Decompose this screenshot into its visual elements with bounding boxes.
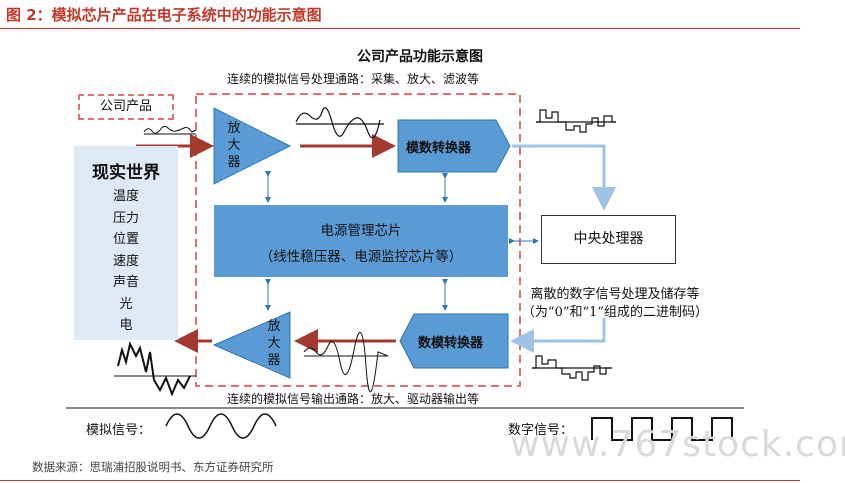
power-management-title: 电源管理芯片	[320, 223, 402, 239]
digital-signal-wave	[591, 417, 733, 441]
company-product-label: 公司产品	[78, 94, 174, 120]
real-world-item: 温度	[112, 189, 139, 204]
arrow-cpu-to-dac	[510, 318, 606, 353]
input-amplifier-label: 放大器	[227, 121, 241, 170]
digital-wave-adc-out	[536, 109, 616, 133]
power-management-block: 电源管理芯片 （线性稳压器、电源监控芯片等）	[214, 205, 508, 277]
real-world-item: 光	[119, 296, 133, 312]
title-divider	[0, 28, 800, 29]
watermark: www.767stock.com	[510, 424, 845, 465]
analog-wave-amplified	[295, 107, 384, 139]
input-amplifier	[213, 107, 292, 185]
diagram-title: 公司产品功能示意图	[357, 49, 483, 65]
adc-block	[397, 119, 511, 173]
real-world-list: 温度 压力 位置 速度 声音 光 电	[74, 186, 178, 337]
real-world-title: 现实世界	[92, 163, 160, 183]
real-world-item: 压力	[112, 210, 139, 226]
digital-processing-note: 离散的数字信号处理及储存等	[530, 287, 700, 302]
dac-block	[399, 313, 509, 369]
analog-wave-dac-out	[303, 331, 389, 393]
real-world-panel: 现实世界 温度 压力 位置 速度 声音 光 电	[74, 146, 178, 340]
analog-signal-wave	[165, 413, 277, 439]
arrow-adc-to-cpu	[512, 144, 616, 211]
top-path-caption: 连续的模拟信号处理通路：采集、放大、滤波等	[227, 72, 480, 86]
real-world-item: 电	[119, 318, 133, 333]
analog-wave-input	[143, 125, 197, 135]
data-source: 数据来源：思瑞浦招股说明书、东方证券研究所	[32, 460, 274, 474]
output-amplifier	[212, 311, 291, 379]
adc-label: 模数转换器	[406, 141, 472, 156]
binary-code-note: （为“0”和“1”组成的二进制码）	[521, 305, 709, 320]
figure-title: 图 2：模拟芯片产品在电子系统中的功能示意图	[6, 6, 322, 24]
dac-label: 数模转换器	[418, 336, 484, 351]
real-world-item: 声音	[112, 275, 139, 290]
cpu-block: 中央处理器	[541, 215, 676, 264]
digital-signal-label: 数字信号：	[508, 423, 574, 438]
digital-wave-dac-in	[532, 355, 612, 381]
real-world-item: 位置	[112, 232, 139, 247]
power-management-subtitle: （线性稳压器、电源监控芯片等）	[259, 249, 463, 265]
bottom-path-caption: 连续的模拟信号输出通路：放大、驱动器输出等	[227, 392, 480, 406]
bottom-divider	[0, 480, 800, 481]
output-amplifier-label: 放大器	[267, 319, 281, 368]
real-world-item: 速度	[112, 253, 139, 269]
analog-wave-output	[114, 341, 196, 397]
analog-signal-label: 模拟信号：	[86, 423, 152, 438]
